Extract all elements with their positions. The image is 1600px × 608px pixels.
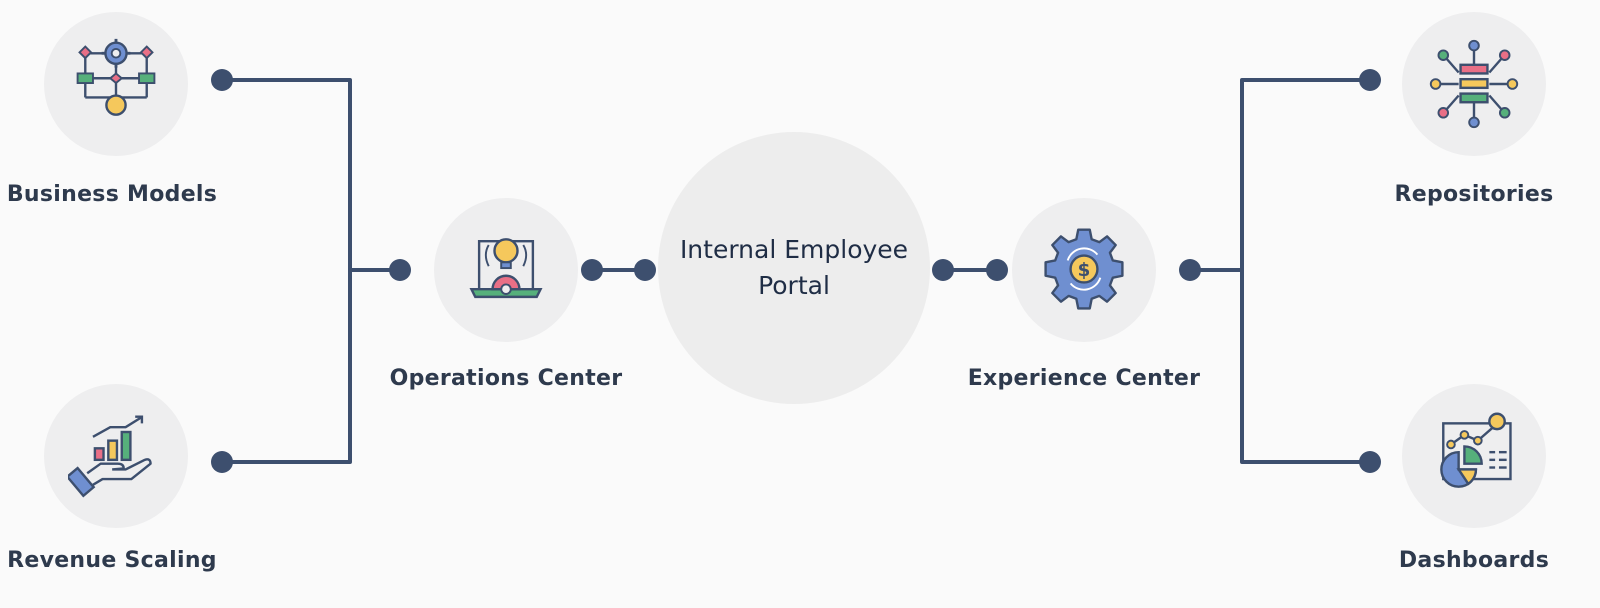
gear-dollar-icon: $ — [1044, 228, 1124, 310]
analytics-dashboard-icon — [1440, 412, 1512, 488]
revenue-growth-icon — [68, 415, 152, 498]
label-operations-center: Operations Center — [389, 366, 623, 391]
connector-right-branch — [1240, 78, 1372, 464]
connector-dot — [932, 259, 954, 281]
connector-dot — [634, 259, 656, 281]
label-revenue-scaling: Revenue Scaling — [7, 548, 217, 573]
label-repositories: Repositories — [1394, 182, 1554, 207]
workflow-icon — [76, 38, 156, 116]
connector-dot — [581, 259, 603, 281]
node-business-models[interactable] — [44, 12, 188, 156]
label-dashboards: Dashboards — [1398, 548, 1550, 573]
connector-dot — [211, 69, 233, 91]
node-dashboards[interactable] — [1402, 384, 1546, 528]
connector-left-branch — [220, 78, 352, 464]
connector-dot — [1359, 69, 1381, 91]
network-hub-icon — [1429, 39, 1519, 129]
node-repositories[interactable] — [1402, 12, 1546, 156]
laptop-idea-icon — [469, 238, 543, 299]
center-node-internal-employee-portal[interactable]: Internal Employee Portal — [658, 132, 930, 404]
node-experience-center[interactable]: $ — [1012, 198, 1156, 342]
connector-dot — [1179, 259, 1201, 281]
connector-dot — [1359, 451, 1381, 473]
svg-text:$: $ — [1078, 260, 1091, 281]
label-experience-center: Experience Center — [967, 366, 1201, 391]
node-operations-center[interactable] — [434, 198, 578, 342]
label-business-models: Business Models — [6, 182, 218, 207]
connector-dot — [986, 259, 1008, 281]
center-title: Internal Employee Portal — [679, 235, 909, 300]
node-revenue-scaling[interactable] — [44, 384, 188, 528]
connector-dot — [389, 259, 411, 281]
connector-dot — [211, 451, 233, 473]
